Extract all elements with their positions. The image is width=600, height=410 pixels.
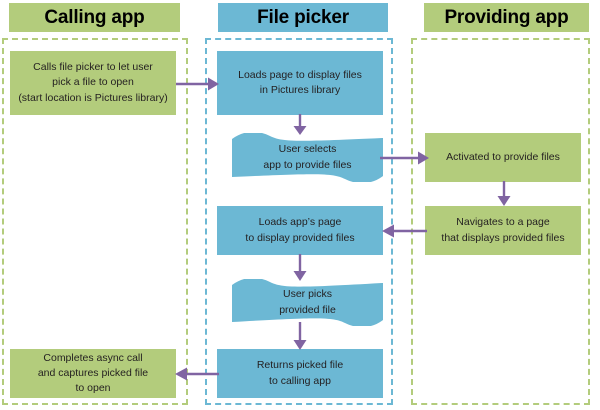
node-loads-page-pictures[interactable]: Loads page to display files in Pictures … <box>217 51 383 115</box>
lane-header-providing-app-label: Providing app <box>444 6 569 28</box>
lane-providing-app <box>411 38 590 405</box>
node-user-selects-app[interactable]: User selects app to provide files <box>232 133 383 182</box>
node-navigates-to-page-label: Navigates to a page that displays provid… <box>441 216 565 244</box>
connector-navigates-to-loads-apps-page <box>382 224 427 238</box>
node-loads-apps-page-label: Loads app’s page to display provided fil… <box>245 216 355 244</box>
connector-user-selects-to-activated <box>380 151 429 165</box>
lane-header-file-picker: File picker <box>218 3 388 32</box>
node-returns-picked-file-label: Returns picked file to calling app <box>256 359 344 387</box>
node-completes-async-call[interactable]: Completes async call and captures picked… <box>10 349 176 398</box>
node-calls-file-picker-label: Calls file picker to let user pick a fil… <box>18 61 168 104</box>
node-user-selects-app-label: User selects app to provide files <box>263 143 352 171</box>
connector-activated-to-navigates <box>497 181 511 206</box>
connector-user-picks-to-returns <box>293 322 307 350</box>
node-user-picks-file[interactable]: User picks provided file <box>232 279 383 326</box>
tape-shape <box>232 133 383 182</box>
node-activated-to-provide-label: Activated to provide files <box>446 150 560 163</box>
lane-header-providing-app: Providing app <box>424 3 589 32</box>
node-completes-async-call-label: Completes async call and captures picked… <box>37 351 149 395</box>
lane-calling-app <box>2 38 188 405</box>
node-user-picks-file-label: User picks provided file <box>279 288 336 316</box>
lane-header-calling-app-label: Calling app <box>44 6 145 28</box>
node-loads-page-pictures-label: Loads page to display files in Pictures … <box>238 68 362 96</box>
lane-file-picker <box>205 38 393 405</box>
tape-shape <box>232 279 383 326</box>
lane-header-file-picker-label: File picker <box>257 6 349 28</box>
node-navigates-to-page[interactable]: Navigates to a page that displays provid… <box>425 206 581 255</box>
node-calls-file-picker[interactable]: Calls file picker to let user pick a fil… <box>10 51 176 115</box>
connector-loads-apps-page-to-user-picks <box>293 254 307 281</box>
connector-returns-to-completes <box>175 367 219 381</box>
node-activated-to-provide[interactable]: Activated to provide files <box>425 133 581 182</box>
connector-loads-page-to-user-selects <box>293 114 307 135</box>
node-returns-picked-file[interactable]: Returns picked file to calling app <box>217 349 383 398</box>
connector-calls-to-loads-page <box>176 77 219 91</box>
node-loads-apps-page[interactable]: Loads app’s page to display provided fil… <box>217 206 383 255</box>
lane-header-calling-app: Calling app <box>9 3 180 32</box>
